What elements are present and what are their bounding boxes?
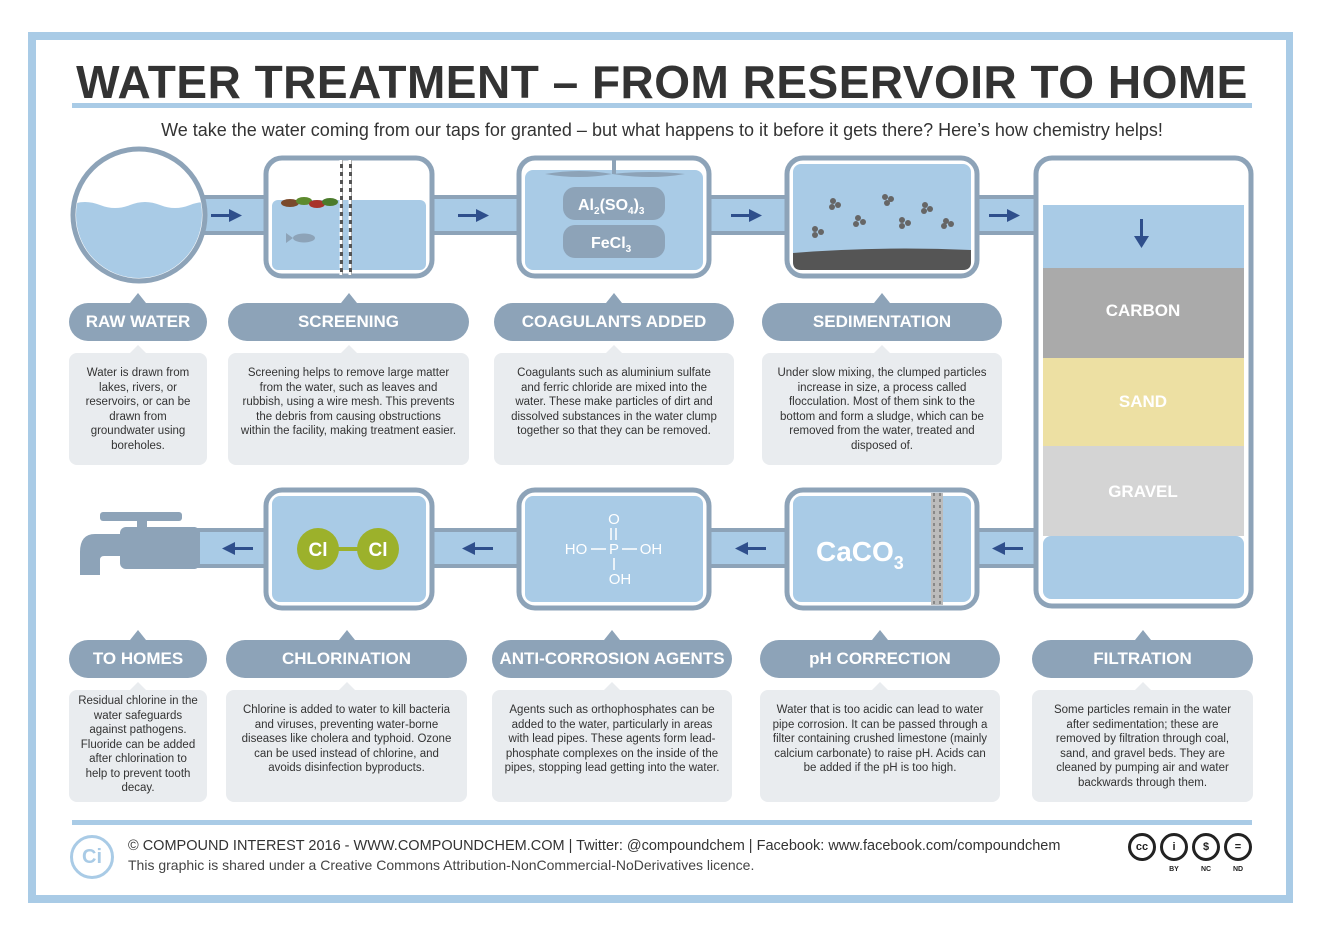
sand-layer bbox=[1043, 358, 1244, 446]
label-coagulants: COAGULANTS ADDED bbox=[494, 293, 734, 341]
gravel-layer bbox=[1043, 446, 1244, 536]
label-anti-corrosion: ANTI-CORROSION AGENTS bbox=[492, 630, 732, 678]
creative-commons-badges: cc i BY $ NC = ND bbox=[1126, 833, 1258, 879]
atom-p: P bbox=[609, 541, 619, 558]
svg-text:Al2(SO4)3: Al2(SO4)3 bbox=[578, 197, 645, 217]
down-arrow-icon bbox=[1134, 219, 1149, 248]
label-raw-water: RAW WATER bbox=[69, 293, 207, 341]
coagulant-tank: Al2(SO4)3 FeCl3 bbox=[516, 155, 712, 279]
sand-label: SAND bbox=[1119, 392, 1167, 411]
by-caption: BY bbox=[1169, 866, 1179, 873]
svg-text:CaCO3: CaCO3 bbox=[816, 536, 904, 573]
cc-icon: cc bbox=[1128, 833, 1156, 861]
flow-arrows bbox=[211, 209, 1023, 555]
compound-interest-logo: Ci bbox=[70, 835, 114, 879]
tap-icon bbox=[80, 512, 200, 575]
chem-caco-sub: 3 bbox=[894, 553, 904, 573]
mixer-shaft-icon bbox=[612, 158, 616, 174]
right-arrow-icon bbox=[211, 209, 242, 222]
chlorine-right-label: Cl bbox=[369, 540, 388, 561]
footer-divider bbox=[72, 820, 1252, 825]
chem-close: ) bbox=[634, 197, 639, 214]
ferric-chloride-pill bbox=[563, 225, 665, 258]
nc-caption: NC bbox=[1200, 866, 1212, 873]
floc-particles-icon bbox=[812, 194, 954, 238]
noncommercial-icon: $ bbox=[1192, 833, 1220, 861]
anticorrosion-tank: O HO P OH OH bbox=[516, 487, 712, 611]
chem-close-sub: 3 bbox=[639, 206, 645, 217]
desc-sedimentation: Under slow mixing, the clumped particles… bbox=[762, 345, 1002, 465]
filtration-tower: CARBON SAND GRAVEL bbox=[1033, 155, 1254, 609]
group-ho: HO bbox=[565, 541, 588, 558]
gravel-label: GRAVEL bbox=[1108, 482, 1178, 501]
mixer-blade-icon bbox=[545, 171, 685, 177]
chem-caco: CaCO bbox=[816, 536, 894, 567]
chlorination-tank: Cl Cl bbox=[263, 487, 435, 611]
chlorine-left-label: Cl bbox=[309, 540, 328, 561]
noderivatives-icon: = bbox=[1224, 833, 1252, 861]
chem-al: Al bbox=[578, 197, 594, 214]
label-filtration: FILTRATION bbox=[1032, 630, 1253, 678]
right-arrow-icon bbox=[731, 209, 762, 222]
left-arrow-icon bbox=[992, 542, 1023, 555]
atom-o-top: O bbox=[608, 511, 620, 528]
label-ph-correction: pH CORRECTION bbox=[760, 630, 1000, 678]
left-arrow-icon bbox=[462, 542, 493, 555]
fish-icon bbox=[286, 233, 315, 243]
phosphate-structure: O HO P OH OH bbox=[565, 511, 663, 588]
page-title: WATER TREATMENT – FROM RESERVOIR TO HOME bbox=[76, 56, 1248, 108]
desc-raw-water: Water is drawn from lakes, rivers, or re… bbox=[69, 345, 207, 465]
desc-filtration: Some particles remain in the water after… bbox=[1032, 682, 1253, 802]
aluminium-sulfate-pill bbox=[563, 187, 665, 220]
screening-tank bbox=[263, 155, 435, 279]
reservoir-tank bbox=[70, 146, 208, 284]
footer-licence: This graphic is shared under a Creative … bbox=[128, 857, 755, 873]
carbon-layer bbox=[1043, 268, 1244, 358]
carbon-label: CARBON bbox=[1106, 301, 1181, 320]
title-divider bbox=[72, 103, 1252, 108]
label-sedimentation: SEDIMENTATION bbox=[762, 293, 1002, 341]
chlorine-atom-right bbox=[357, 528, 399, 570]
right-arrow-icon bbox=[458, 209, 489, 222]
page-subtitle: We take the water coming from our taps f… bbox=[161, 120, 1163, 140]
desc-to-homes: Residual chlorine in the water safeguard… bbox=[69, 682, 207, 802]
limestone-filter bbox=[931, 493, 943, 605]
chem-so: (SO bbox=[600, 197, 628, 214]
sedimentation-tank bbox=[784, 155, 980, 279]
sludge-layer bbox=[793, 248, 971, 270]
svg-text:FeCl3: FeCl3 bbox=[591, 235, 632, 255]
right-arrow-icon bbox=[989, 209, 1020, 222]
desc-anti-corrosion: Agents such as orthophosphates can be ad… bbox=[492, 682, 732, 802]
ph-tank: CaCO3 bbox=[784, 487, 980, 611]
phosphate-bonds bbox=[591, 528, 637, 570]
leaves-icon bbox=[281, 197, 338, 208]
attribution-icon: i bbox=[1160, 833, 1188, 861]
label-chlorination: CHLORINATION bbox=[226, 630, 467, 678]
desc-chlorination: Chlorine is added to water to kill bacte… bbox=[226, 682, 467, 802]
nd-caption: ND bbox=[1232, 866, 1244, 873]
desc-screening: Screening helps to remove large matter f… bbox=[228, 345, 469, 465]
group-oh-right: OH bbox=[640, 541, 663, 558]
left-arrow-icon bbox=[222, 542, 253, 555]
footer-credits: © COMPOUND INTEREST 2016 - WWW.COMPOUNDC… bbox=[128, 838, 1061, 854]
left-arrow-icon bbox=[735, 542, 766, 555]
desc-ph-correction: Water that is too acidic can lead to wat… bbox=[760, 682, 1000, 802]
pipe-anticorrosion-to-chlorination bbox=[428, 528, 527, 568]
label-to-homes: TO HOMES bbox=[69, 630, 207, 678]
label-screening: SCREENING bbox=[228, 293, 469, 341]
chlorine-atom-left bbox=[297, 528, 339, 570]
chem-fecl-sub: 3 bbox=[626, 244, 632, 255]
desc-coagulants: Coagulants such as aluminium sulfate and… bbox=[494, 345, 734, 465]
chem-fecl: FeCl bbox=[591, 235, 626, 252]
chem-al-sub: 2 bbox=[594, 206, 600, 217]
group-oh-bottom: OH bbox=[609, 571, 632, 588]
chem-so-sub: 4 bbox=[628, 206, 634, 217]
